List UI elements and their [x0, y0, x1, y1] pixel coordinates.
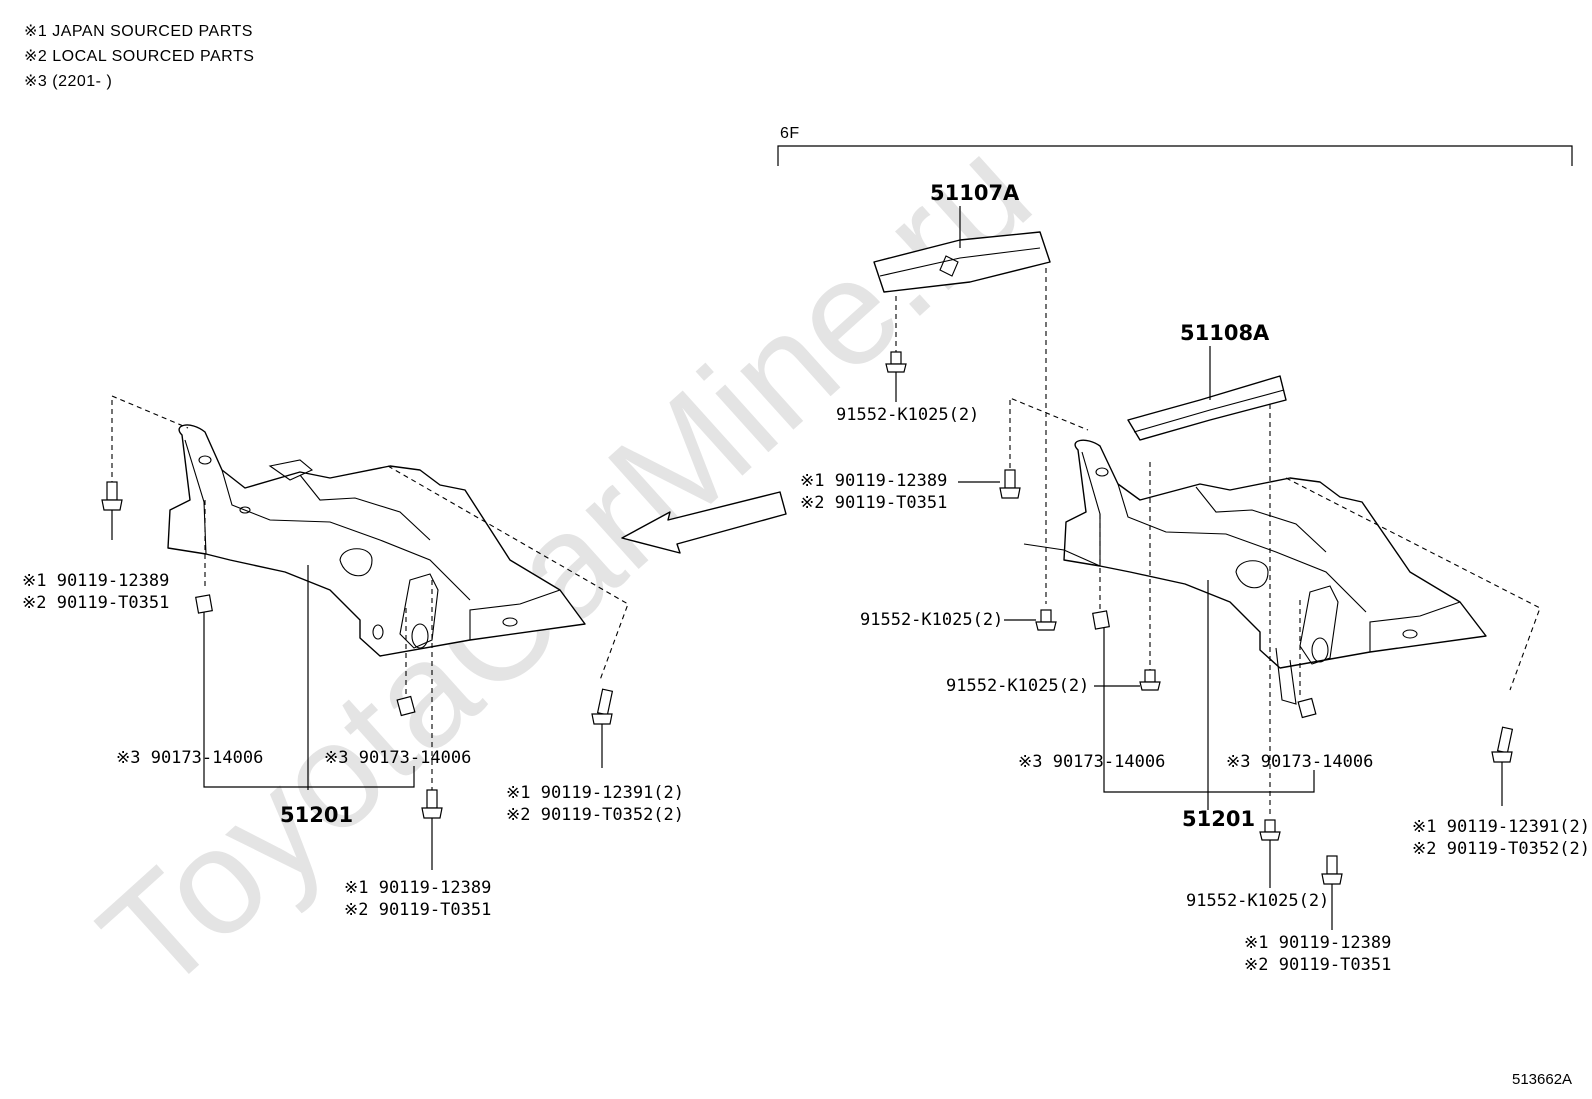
right-screw-c-label: 91552-K1025(2)	[946, 676, 1089, 696]
left-bolt-top-label-2: ※2 90119-T0351	[22, 593, 169, 613]
right-bolt-top	[999, 469, 1021, 499]
right-screw-b	[1035, 609, 1057, 631]
right-screw-d-label: 91552-K1025(2)	[1186, 891, 1329, 911]
left-stopper-upper	[195, 594, 213, 614]
note-japan-sourced: ※1 JAPAN SOURCED PARTS	[24, 23, 253, 40]
direction-arrow	[621, 491, 787, 554]
right-crossmember	[1023, 439, 1487, 705]
left-stopper-right-label: ※3 90173-14006	[324, 748, 471, 768]
left-bolt-rear-label-2: ※2 90119-T0352(2)	[506, 805, 684, 825]
note-date-range: ※3 (2201- )	[24, 73, 112, 90]
group-label: 6F	[780, 125, 800, 142]
right-stopper-lower	[1297, 697, 1317, 719]
right-brace-lower-label: 51108A	[1180, 321, 1270, 345]
watermark: ToyotaCarMine.ru	[69, 107, 1061, 1024]
right-bolt-rear-label-1: ※1 90119-12391(2)	[1412, 817, 1590, 837]
diagram-code: 513662A	[1512, 1071, 1572, 1088]
left-bolt-rear	[591, 688, 614, 768]
right-stopper-bracket	[1103, 628, 1315, 793]
right-bolt-bottom-label-2: ※2 90119-T0351	[1244, 955, 1391, 975]
right-bolt-top-label-2: ※2 90119-T0351	[800, 493, 947, 513]
right-bolt-top-label-1: ※1 90119-12389	[800, 471, 947, 491]
left-stopper-bracket	[203, 612, 415, 788]
left-bolt-top	[101, 481, 123, 540]
left-bolt-rear-label-1: ※1 90119-12391(2)	[506, 783, 684, 803]
right-screw-a-label: 91552-K1025(2)	[836, 405, 979, 425]
right-brace-upper-label: 51107A	[930, 181, 1020, 205]
note-local-sourced: ※2 LOCAL SOURCED PARTS	[24, 48, 254, 65]
left-bolt-bottom-label-1: ※1 90119-12389	[344, 878, 491, 898]
group-bracket	[777, 145, 1573, 166]
right-screw-a	[885, 351, 907, 402]
right-bolt-bottom-label-1: ※1 90119-12389	[1244, 933, 1391, 953]
right-screw-d	[1259, 819, 1281, 888]
right-bolt-rear	[1491, 726, 1514, 806]
right-stopper-left-label: ※3 90173-14006	[1018, 752, 1165, 772]
right-stopper-upper	[1092, 610, 1110, 630]
left-stopper-lower	[396, 695, 416, 717]
right-brace-lower	[1127, 375, 1287, 441]
right-bolt-bottom	[1321, 855, 1343, 930]
right-outline-dashed	[895, 268, 1541, 818]
left-outline-dashed	[111, 395, 629, 790]
right-screw-c	[1139, 669, 1161, 691]
left-bolt-bottom-label-2: ※2 90119-T0351	[344, 900, 491, 920]
right-stopper-right-label: ※3 90173-14006	[1226, 752, 1373, 772]
left-main-part-label: 51201	[280, 803, 353, 827]
right-bolt-rear-label-2: ※2 90119-T0352(2)	[1412, 839, 1590, 859]
left-stopper-left-label: ※3 90173-14006	[116, 748, 263, 768]
right-main-part-label: 51201	[1182, 807, 1255, 831]
left-bolt-bottom	[421, 789, 443, 870]
right-screw-b-label: 91552-K1025(2)	[860, 610, 1003, 630]
left-bolt-top-label-1: ※1 90119-12389	[22, 571, 169, 591]
